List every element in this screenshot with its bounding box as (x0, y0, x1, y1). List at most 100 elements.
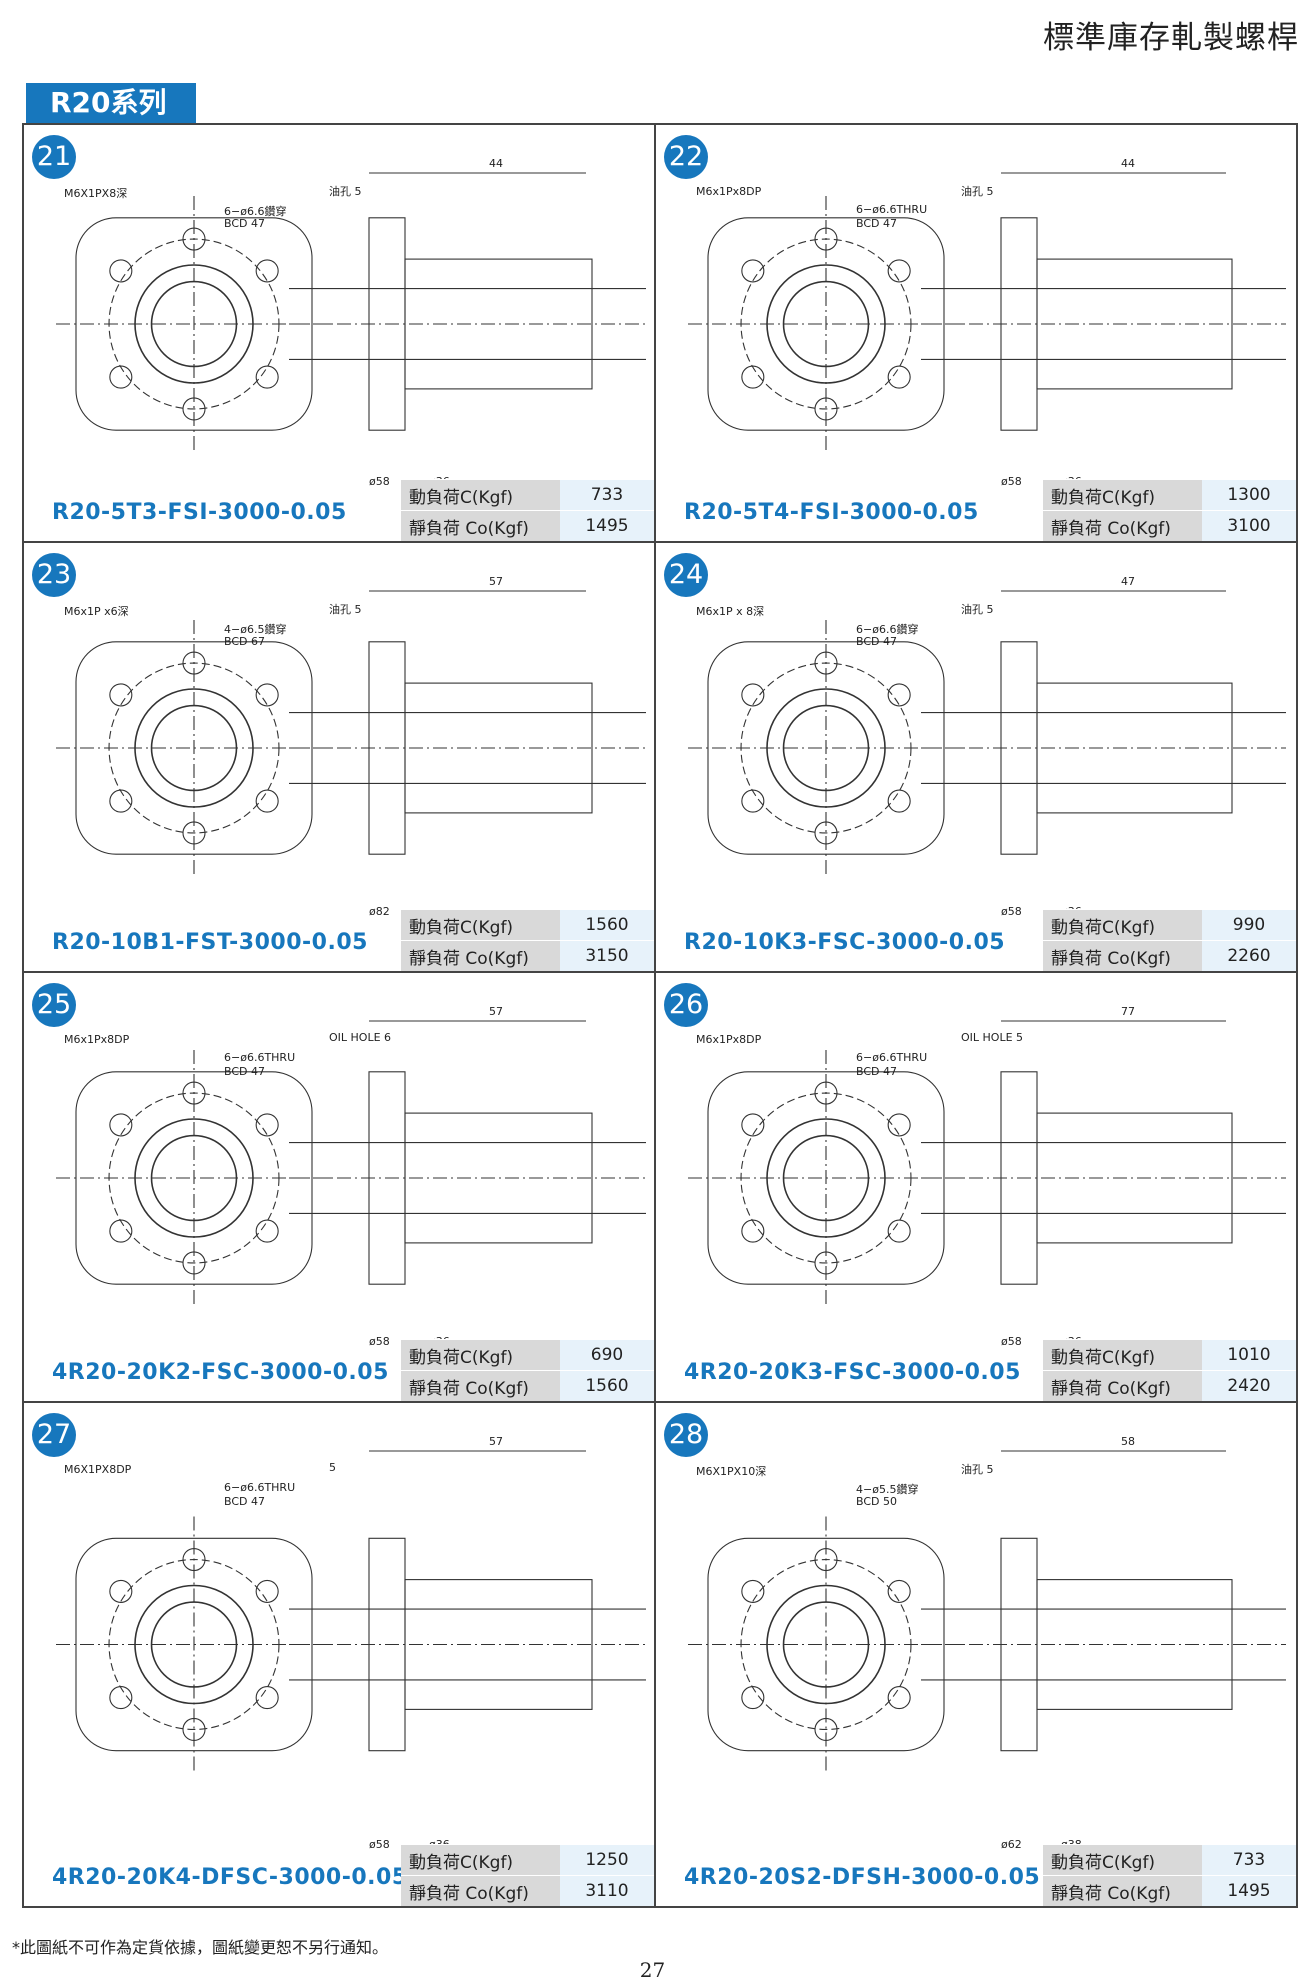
dynamic-load-label: 動負荷C(Kgf) (1043, 909, 1202, 941)
spec-row-dynamic: 動負荷C(Kgf) 1010 (1043, 1339, 1296, 1371)
spec-row-static: 靜負荷 Co(Kgf) 1495 (1043, 1875, 1296, 1906)
dim-length: 44 (489, 157, 503, 170)
mount-hole (887, 1579, 911, 1603)
mount-hole (887, 1219, 911, 1243)
static-load-label: 靜負荷 Co(Kgf) (401, 1875, 560, 1906)
dim-holes: 6−ø6.6THRU (224, 1051, 296, 1064)
load-spec-table: 動負荷C(Kgf) 690 靜負荷 Co(Kgf) 1560 (401, 1339, 654, 1401)
dynamic-load-label: 動負荷C(Kgf) (1043, 1339, 1202, 1371)
mount-hole (741, 1219, 765, 1243)
dynamic-load-value: 1010 (1202, 1339, 1296, 1371)
dim-bcd: BCD 67 (224, 635, 265, 648)
technical-drawing (656, 973, 1296, 1343)
mount-hole (255, 789, 279, 813)
technical-drawing (24, 125, 654, 483)
dim-flange-dia: ø58 (1001, 1335, 1022, 1348)
static-load-value: 3100 (1202, 510, 1296, 541)
mount-hole (109, 683, 133, 707)
spec-row-static: 靜負荷 Co(Kgf) 2420 (1043, 1370, 1296, 1401)
item-number-badge: 26 (664, 983, 708, 1027)
mount-hole (109, 259, 133, 283)
dim-bcd: BCD 47 (856, 635, 897, 648)
dim-tap: M6x1P x6深 (64, 605, 129, 618)
load-spec-table: 動負荷C(Kgf) 1250 靜負荷 Co(Kgf) 3110 (401, 1844, 654, 1906)
load-spec-table: 動負荷C(Kgf) 733 靜負荷 Co(Kgf) 1495 (1043, 1844, 1296, 1906)
footnote: *此圖紙不可作為定貨依據，圖紙變更恕不另行通知。 (12, 1938, 389, 1957)
static-load-value: 3150 (560, 940, 654, 971)
mount-hole (887, 259, 911, 283)
mount-hole (109, 365, 133, 389)
model-number: R20-5T4-FSI-3000-0.05 (684, 500, 979, 525)
mount-hole (887, 789, 911, 813)
static-load-label: 靜負荷 Co(Kgf) (1043, 1370, 1202, 1401)
spec-row-dynamic: 動負荷C(Kgf) 1300 (1043, 479, 1296, 511)
dim-length: 77 (1121, 1005, 1135, 1018)
spec-row-static: 靜負荷 Co(Kgf) 1560 (401, 1370, 654, 1401)
dim-tap: M6X1PX8DP (64, 1463, 132, 1476)
page-header-title: 標準庫存軋製螺桿 (1043, 20, 1299, 56)
page-number: 27 (639, 1958, 666, 1982)
dim-length: 44 (1121, 157, 1135, 170)
spec-row-dynamic: 動負荷C(Kgf) 1560 (401, 909, 654, 941)
dynamic-load-label: 動負荷C(Kgf) (1043, 479, 1202, 511)
dynamic-load-value: 1300 (1202, 479, 1296, 511)
load-spec-table: 動負荷C(Kgf) 990 靜負荷 Co(Kgf) 2260 (1043, 909, 1296, 971)
load-spec-table: 動負荷C(Kgf) 1010 靜負荷 Co(Kgf) 2420 (1043, 1339, 1296, 1401)
dim-oil-hole: OIL HOLE 6 (329, 1031, 392, 1044)
dim-flange-dia: ø58 (369, 1838, 390, 1851)
mount-hole (887, 1113, 911, 1137)
spec-row-static: 靜負荷 Co(Kgf) 3150 (401, 940, 654, 971)
dynamic-load-value: 690 (560, 1339, 654, 1371)
mount-hole (255, 1579, 279, 1603)
dim-tap: M6X1PX8深 (64, 187, 128, 200)
dim-tap: M6x1P x 8深 (696, 605, 765, 618)
mount-hole (741, 1686, 765, 1710)
dim-bcd: BCD 47 (224, 1065, 265, 1078)
spec-row-dynamic: 動負荷C(Kgf) 733 (1043, 1844, 1296, 1876)
mount-hole (255, 259, 279, 283)
dynamic-load-value: 1250 (560, 1844, 654, 1876)
mount-hole (255, 1113, 279, 1137)
dim-oil-hole: 油孔 5 (961, 603, 994, 616)
mount-hole (741, 683, 765, 707)
item-number-badge: 28 (664, 1413, 708, 1457)
dim-bcd: BCD 47 (856, 217, 897, 230)
technical-drawing (656, 543, 1296, 913)
dynamic-load-value: 1560 (560, 909, 654, 941)
dim-holes: 6−ø6.6THRU (856, 203, 928, 216)
dim-flange-dia: ø58 (369, 1335, 390, 1348)
dim-oil-hole: OIL HOLE 5 (961, 1031, 1024, 1044)
item-number-badge: 25 (32, 983, 76, 1027)
model-number: 4R20-20K4-DFSC-3000-0.05 (52, 1865, 408, 1890)
load-spec-table: 動負荷C(Kgf) 1300 靜負荷 Co(Kgf) 3100 (1043, 479, 1296, 541)
static-load-label: 靜負荷 Co(Kgf) (1043, 1875, 1202, 1906)
mount-hole (741, 789, 765, 813)
item-number-badge: 22 (664, 135, 708, 179)
spec-row-dynamic: 動負荷C(Kgf) 690 (401, 1339, 654, 1371)
static-load-value: 1495 (560, 510, 654, 541)
dim-length: 58 (1121, 1435, 1135, 1448)
dim-bcd: BCD 50 (856, 1495, 897, 1508)
load-spec-table: 動負荷C(Kgf) 733 靜負荷 Co(Kgf) 1495 (401, 479, 654, 541)
dim-tap: M6x1Px8DP (696, 185, 762, 198)
dynamic-load-value: 733 (560, 479, 654, 511)
static-load-value: 1560 (560, 1370, 654, 1401)
product-cell: 27 (24, 1403, 656, 1906)
mount-hole (255, 365, 279, 389)
dim-holes: 4−ø5.5鑽穿 (856, 1483, 919, 1496)
product-cell: 21 (24, 125, 656, 543)
product-cell: 25 (24, 973, 656, 1403)
mount-hole (109, 1686, 133, 1710)
technical-drawing (24, 973, 654, 1343)
dim-flange-dia: ø82 (369, 905, 390, 918)
spec-row-static: 靜負荷 Co(Kgf) 2260 (1043, 940, 1296, 971)
item-number-badge: 24 (664, 553, 708, 597)
technical-drawing (24, 543, 654, 913)
dim-flange-dia: ø62 (1001, 1838, 1022, 1851)
static-load-value: 2260 (1202, 940, 1296, 971)
dim-oil-hole: 油孔 5 (329, 603, 362, 616)
static-load-label: 靜負荷 Co(Kgf) (1043, 940, 1202, 971)
technical-drawing (24, 1403, 654, 1846)
spec-row-static: 靜負荷 Co(Kgf) 1495 (401, 510, 654, 541)
mount-hole (887, 683, 911, 707)
